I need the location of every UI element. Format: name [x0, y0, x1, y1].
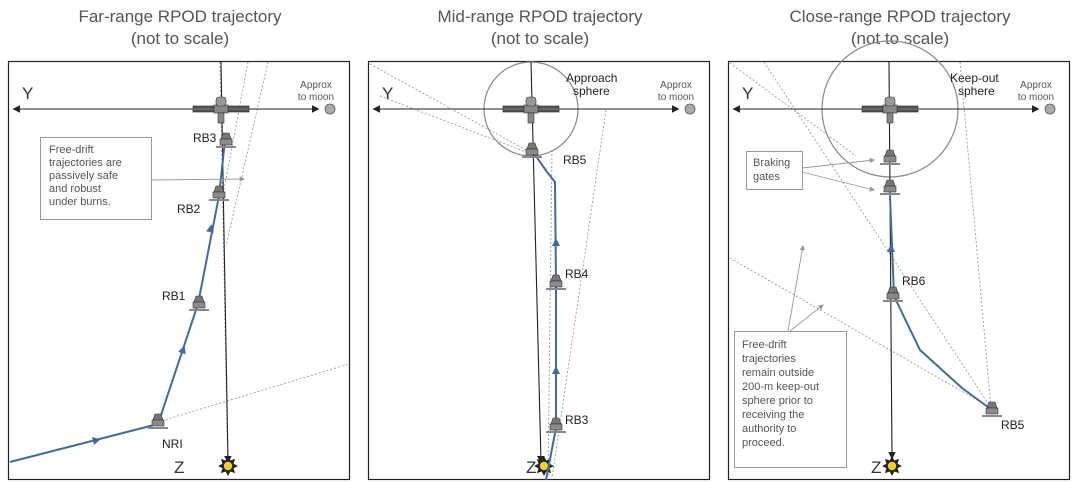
panel-3-moon-note-2: to moon [1018, 92, 1054, 103]
panel-3-trajectory [889, 195, 993, 411]
panel-2-sphere-label-1: Approach [566, 71, 617, 85]
panel-1-callout-line: trajectories are [49, 157, 122, 169]
panel-3-guides [729, 61, 992, 409]
panel-1-callout-line: passively safe [49, 170, 118, 182]
panel-3-gates-arrow [801, 157, 876, 169]
panel-2: Y Z Approx to moon Approach sphere RB5 R… [367, 60, 711, 481]
panel-2-station-icon [502, 96, 560, 124]
panel-3-label-rb6: RB6 [902, 274, 926, 288]
panel-3-label-rb5: RB5 [1001, 418, 1025, 432]
panel-2-trajectory-arrows [552, 238, 560, 374]
panel-1-z-label: Z [174, 458, 184, 477]
panel-3-ship-gate-1-icon [879, 149, 901, 165]
panel-1-title: Far-range RPOD trajectory (not to scale) [0, 6, 360, 50]
panel-1-callout-line: and robust [49, 183, 101, 195]
panel-3-callout-line: proceed. [742, 437, 785, 449]
panel-3-callout-line: trajectories [742, 353, 796, 365]
panel-3-station-icon [861, 96, 919, 124]
panel-3-callout-box [734, 331, 847, 468]
panel-1-label-rb3: RB3 [193, 131, 217, 145]
panel-1-ship-rb2-icon [208, 185, 230, 201]
panel-1-ship-rb1-icon [188, 295, 210, 311]
panel-3-moon-note-1: Approx [1020, 80, 1052, 91]
panel-1-callout-line: Free-drift [49, 144, 94, 156]
panel-2-title-main: Mid-range RPOD trajectory [437, 7, 643, 26]
panel-3-y-label: Y [742, 84, 753, 103]
panel-3-ship-rb6-icon [882, 286, 904, 302]
panel-1-title-main: Far-range RPOD trajectory [78, 7, 282, 26]
panel-3-ship-gate-2-icon [879, 179, 901, 195]
panel-1: Y Z Approx to moon RB3 RB2 RB1 NRI Free-… [7, 60, 351, 481]
panel-3-moon-marker [1044, 103, 1056, 115]
panel-2-label-rb3: RB3 [565, 413, 589, 427]
panel-1-label-rb2: RB2 [177, 202, 201, 216]
panel-2-frame [367, 60, 711, 481]
panel-3-title-sub: (not to scale) [850, 29, 950, 48]
panel-2-moon-marker [684, 103, 696, 115]
panel-3-gates-callout-line: Braking [753, 157, 790, 169]
panel-1-moon-note-2: to moon [298, 92, 334, 103]
panel-3-callout-arrow [789, 304, 824, 332]
panel-1-trajectory-arrows [92, 224, 214, 445]
panel-3-callout-line: 200-m keep-out [742, 381, 819, 393]
panel-2-title: Mid-range RPOD trajectory (not to scale) [360, 6, 720, 50]
panel-2-label-rb4: RB4 [565, 267, 589, 281]
panel-3-gates-arrow [801, 171, 876, 192]
panel-3-callout-line: Free-drift [742, 339, 787, 351]
panel-3-target-star-icon [882, 456, 902, 476]
panel-1-title-sub: (not to scale) [130, 29, 230, 48]
panel-3-z-axis [888, 61, 896, 460]
panel-3-callout-line: sphere prior to [742, 395, 813, 407]
panel-1-station-icon [192, 96, 250, 124]
panel-2-z-label: Z [526, 458, 536, 477]
panel-3-sphere-label-1: Keep-out [950, 71, 999, 85]
panel-2-trajectory [532, 151, 557, 481]
panel-1-moon-note-1: Approx [300, 80, 332, 91]
panel-1-y-label: Y [22, 84, 33, 103]
panel-2-y-label: Y [382, 84, 393, 103]
panel-3-z-label: Z [871, 458, 881, 477]
panel-1-callout-line: under burns. [49, 196, 111, 208]
panel-2-moon-note-1: Approx [660, 80, 692, 91]
panel-3-callout-line: remain outside [742, 367, 814, 379]
panel-1-callout-text: Free-drift trajectories are passively sa… [49, 144, 122, 208]
panel-3-title-main: Close-range RPOD trajectory [789, 7, 1011, 26]
panel-2-ship-rb3-icon [545, 417, 567, 433]
panel-2-moon-note-2: to moon [658, 92, 694, 103]
panel-2-sphere-label-2: sphere [573, 84, 610, 98]
panel-2-title-sub: (not to scale) [490, 29, 590, 48]
panel-1-label-rb1: RB1 [162, 289, 186, 303]
panel-3-callout-line: receiving the [742, 409, 804, 421]
panel-1-ship-rb3-icon [215, 132, 237, 148]
panel-3-callout-arrow [787, 244, 805, 332]
panel-3: Y Z Approx to moon Keep-out sphere RB6 R… [727, 40, 1071, 481]
panel-1-frame [7, 60, 351, 481]
panel-3-callout-text: Free-drift trajectories remain outside 2… [742, 339, 819, 449]
panel-1-guides [157, 61, 350, 481]
panel-1-moon-marker [324, 103, 336, 115]
panel-3-gates-callout-box [746, 151, 803, 190]
panel-1-label-nri: NRI [162, 437, 183, 451]
panel-2-ship-rb4-icon [545, 274, 567, 290]
panel-2-label-rb5: RB5 [563, 153, 587, 167]
panel-3-title: Close-range RPOD trajectory (not to scal… [720, 6, 1080, 50]
panel-1-z-axis [220, 61, 232, 464]
panel-1-target-star-icon [218, 456, 238, 476]
panel-1-callout-arrow [150, 176, 246, 182]
panel-3-frame [727, 60, 1071, 481]
panel-3-sphere-label-2: sphere [958, 84, 995, 98]
panel-1-callout-box [40, 137, 152, 220]
panel-3-gates-callout-line: gates [753, 171, 780, 183]
panel-2-z-axis [530, 61, 545, 464]
panel-3-callout-line: authority to [742, 423, 796, 435]
panel-3-trajectory-arrows [887, 244, 895, 252]
